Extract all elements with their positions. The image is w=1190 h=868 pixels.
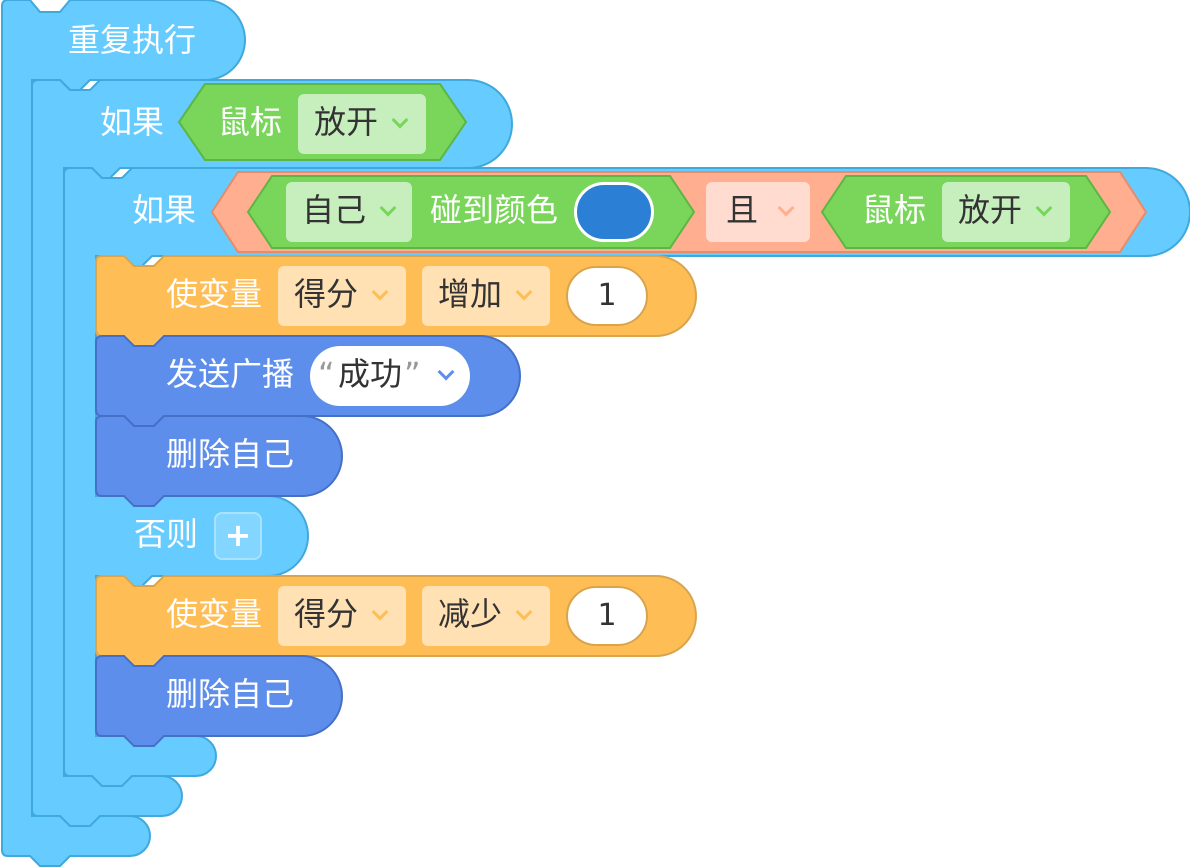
- chevron-down-icon: [515, 603, 533, 621]
- set-variable-label-1: 使变量: [166, 275, 263, 313]
- amount-input-2[interactable]: 1: [566, 586, 648, 646]
- operation-value-1: 增加: [438, 275, 503, 313]
- amount-value-2: 1: [597, 598, 617, 633]
- chevron-down-icon: [515, 283, 533, 301]
- chevron-down-icon: [371, 283, 389, 301]
- variable-value-1: 得分: [294, 275, 359, 313]
- else-add-button[interactable]: +: [214, 512, 262, 560]
- operation-dropdown-1[interactable]: 增加: [422, 266, 550, 326]
- if-label-2: 如果: [132, 191, 197, 229]
- chevron-down-icon: [391, 111, 409, 129]
- delete-self-label-1: 删除自己: [166, 435, 295, 473]
- mouse-state-value-1: 放开: [314, 103, 379, 141]
- else-label: 否则: [134, 515, 199, 553]
- forever-block[interactable]: [1, 0, 246, 867]
- close-quote: ”: [404, 355, 421, 393]
- touch-color-label: 碰到颜色: [430, 191, 559, 229]
- amount-input-1[interactable]: 1: [566, 266, 648, 326]
- operation-value-2: 减少: [438, 595, 503, 633]
- broadcast-message-value: 成功: [338, 355, 403, 393]
- open-quote: “: [318, 355, 335, 393]
- variable-dropdown-1[interactable]: 得分: [278, 266, 406, 326]
- if-label-1: 如果: [100, 103, 165, 141]
- broadcast-label: 发送广播: [166, 355, 295, 393]
- amount-value-1: 1: [597, 278, 617, 313]
- color-swatch-picker[interactable]: [574, 182, 654, 242]
- variable-dropdown-2[interactable]: 得分: [278, 586, 406, 646]
- delete-self-block-2[interactable]: [95, 655, 343, 747]
- forever-label: 重复执行: [68, 21, 197, 59]
- chevron-down-icon: [379, 199, 397, 217]
- broadcast-message-dropdown[interactable]: “ 成功 ”: [310, 346, 470, 406]
- and-operator-dropdown[interactable]: 且: [706, 182, 810, 242]
- set-variable-label-2: 使变量: [166, 595, 263, 633]
- delete-self-block-1[interactable]: [95, 415, 343, 507]
- operation-dropdown-2[interactable]: 减少: [422, 586, 550, 646]
- chevron-down-icon: [371, 603, 389, 621]
- mouse-sensor-label-2: 鼠标: [862, 191, 927, 229]
- mouse-state-value-2: 放开: [958, 191, 1023, 229]
- variable-value-2: 得分: [294, 595, 359, 633]
- mouse-sensor-label-1: 鼠标: [218, 103, 283, 141]
- mouse-state-dropdown-2[interactable]: 放开: [942, 182, 1070, 242]
- delete-self-label-2: 删除自己: [166, 675, 295, 713]
- chevron-down-icon: [1035, 199, 1053, 217]
- touch-object-dropdown[interactable]: 自己: [286, 182, 412, 242]
- chevron-down-icon: [437, 363, 455, 381]
- touch-object-value: 自己: [302, 191, 367, 229]
- mouse-state-dropdown-1[interactable]: 放开: [298, 94, 426, 154]
- and-operator-value: 且: [726, 191, 759, 229]
- chevron-down-icon: [777, 199, 795, 217]
